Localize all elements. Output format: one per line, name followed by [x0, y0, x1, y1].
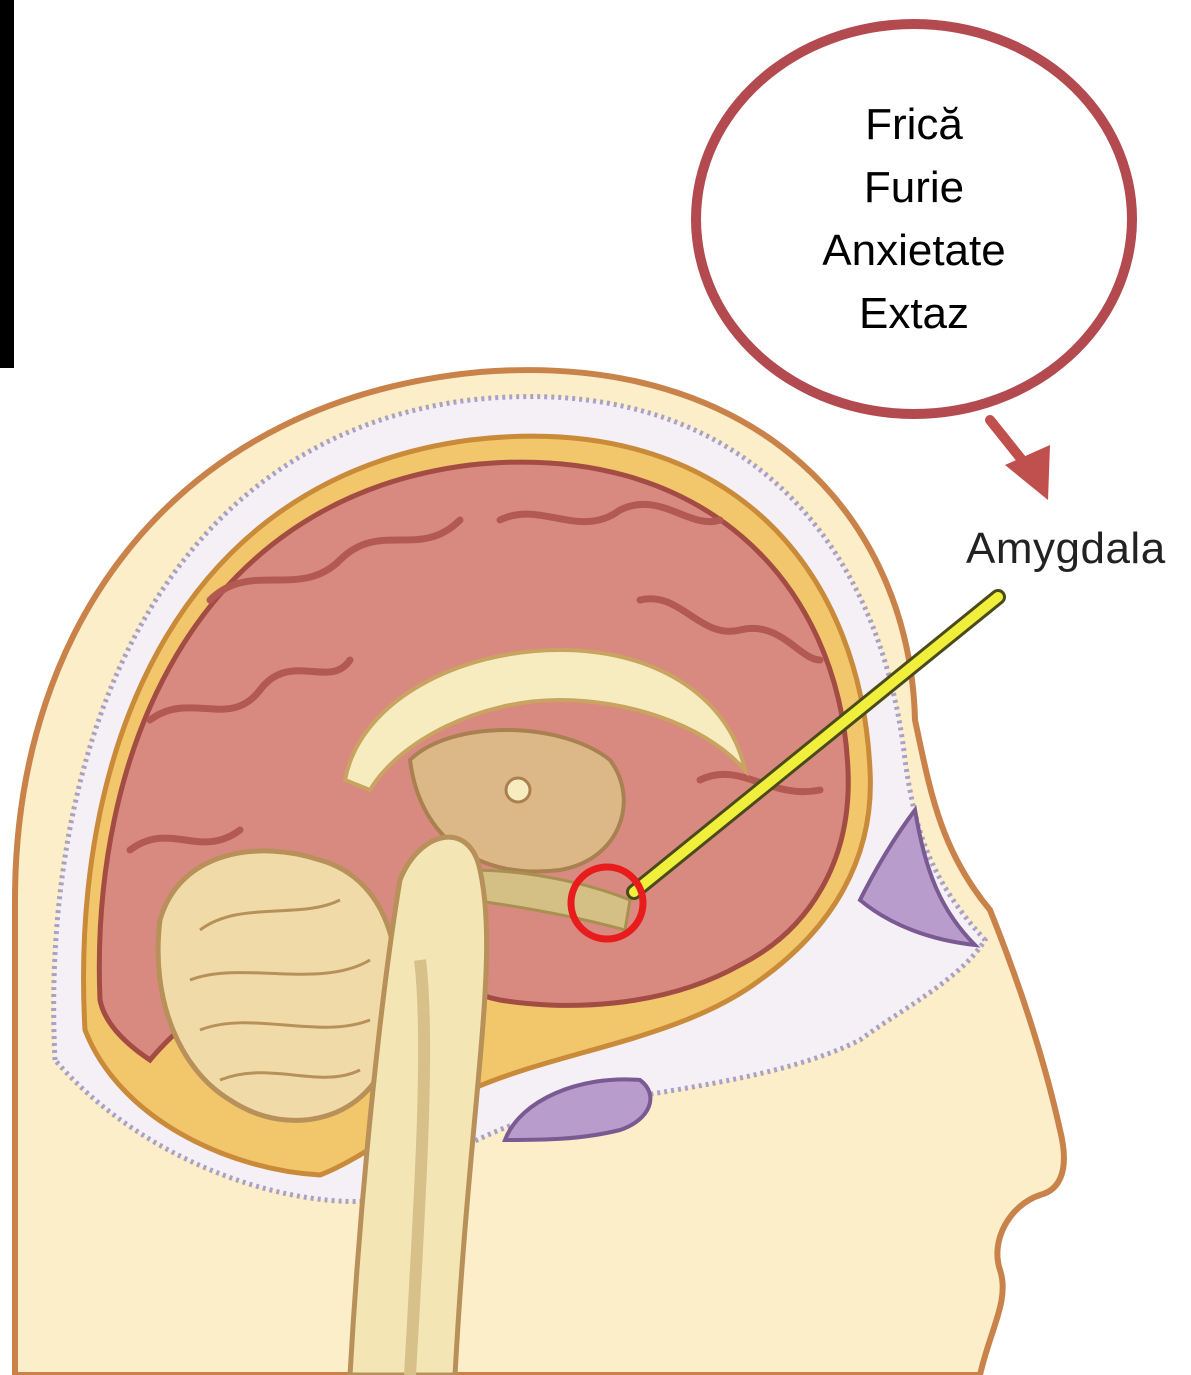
emotion-fear: Frică — [865, 93, 963, 156]
amygdala-label: Amygdala — [966, 524, 1166, 574]
emotions-speech-bubble: Frică Furie Anxietate Extaz — [691, 19, 1137, 419]
emotion-anger: Furie — [864, 156, 964, 219]
emotion-ecstasy: Extaz — [859, 282, 969, 345]
emotion-anxiety: Anxietate — [822, 219, 1005, 282]
